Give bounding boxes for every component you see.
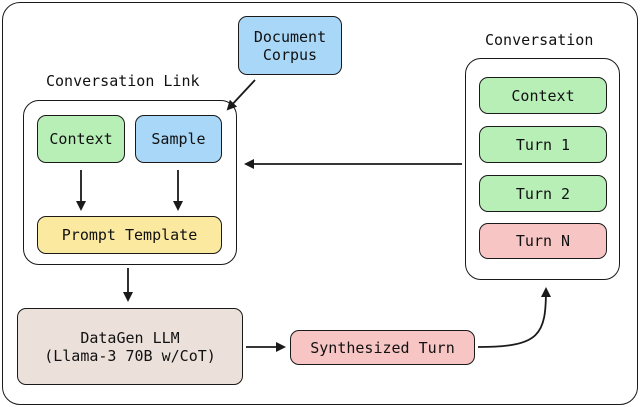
datagen-llm-box: DataGen LLM (Llama-3 70B w/CoT) <box>17 308 243 385</box>
conversation-title: Conversation <box>485 31 594 49</box>
datagen-llm-line2: (Llama-3 70B w/CoT) <box>44 346 216 365</box>
sample-box: Sample <box>135 115 222 163</box>
context-box: Context <box>37 115 125 163</box>
turn-label: Turn 1 <box>515 135 571 154</box>
sample-label: Sample <box>151 130 206 148</box>
conversation-link-frame <box>23 100 237 265</box>
turn-n-box: Turn N <box>479 223 607 259</box>
synthesized-turn-box: Synthesized Turn <box>290 330 475 365</box>
prompt-template-box: Prompt Template <box>37 216 222 254</box>
prompt-template-label: Prompt Template <box>61 226 198 244</box>
document-corpus-line1: Document <box>253 27 327 46</box>
document-corpus-line2: Corpus <box>262 45 318 64</box>
turn-1-box: Turn 1 <box>479 126 607 163</box>
context-label: Context <box>49 130 113 148</box>
synthesized-turn-label: Synthesized Turn <box>310 338 455 357</box>
document-corpus-box: Document Corpus <box>238 16 342 75</box>
turn-label: Turn 2 <box>515 184 571 203</box>
conversation-frame <box>465 58 620 280</box>
datagen-llm-line1: DataGen LLM <box>80 328 180 347</box>
conversation-context-box: Context <box>479 77 607 114</box>
turn-label: Turn N <box>515 232 571 250</box>
turn-2-box: Turn 2 <box>479 175 607 212</box>
conversation-link-title: Conversation Link <box>46 72 200 90</box>
turn-label: Context <box>511 86 575 105</box>
